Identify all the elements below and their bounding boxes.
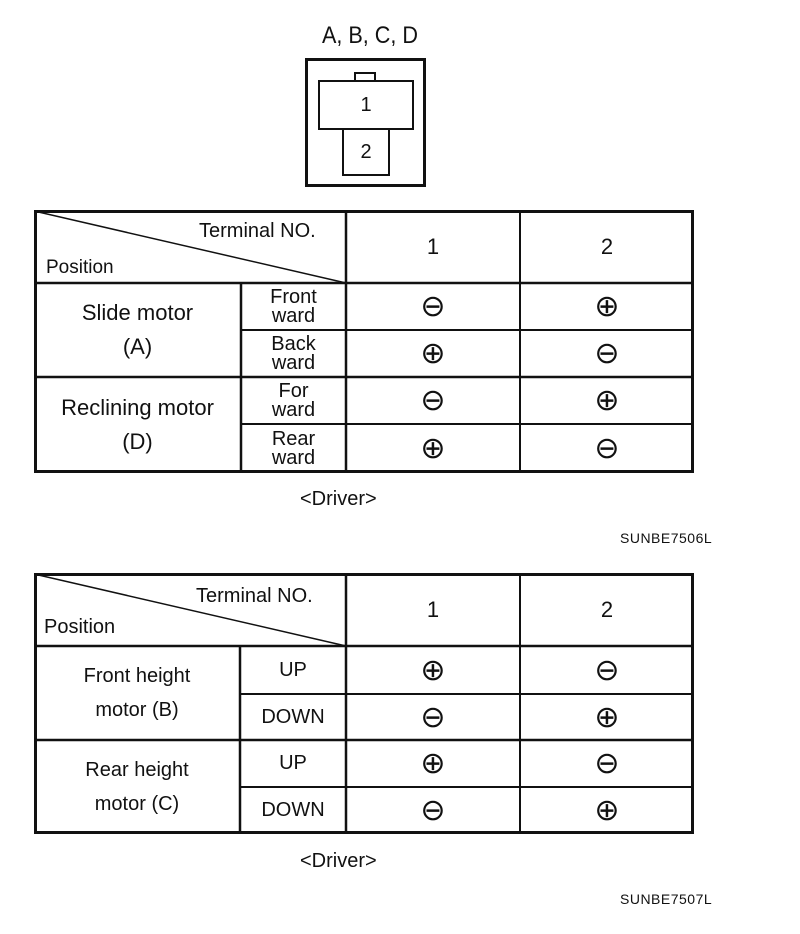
polarity-sign: ⊕ bbox=[594, 794, 620, 827]
header-terminal-2: 2 bbox=[600, 596, 614, 622]
direction-line1: Back bbox=[271, 332, 316, 355]
polarity-sign: ⊖ bbox=[594, 337, 620, 370]
direction-line1: Front bbox=[270, 285, 317, 308]
direction-line1: Rear bbox=[271, 427, 316, 450]
motor-name-line2: (D) bbox=[122, 429, 153, 454]
pin-1-number: 1 bbox=[360, 93, 372, 116]
direction-front-ward: Front ward bbox=[241, 283, 346, 330]
direction-down: DOWN bbox=[261, 705, 325, 728]
table-caption: <Driver> bbox=[300, 850, 377, 872]
polarity-sign: ⊕ bbox=[420, 337, 446, 370]
direction-down: DOWN bbox=[261, 799, 325, 821]
polarity-sign: ⊕ bbox=[594, 700, 620, 734]
table-caption: <Driver> bbox=[300, 488, 377, 510]
connector-pin-1: 1 bbox=[318, 80, 414, 130]
polarity-sign: ⊖ bbox=[594, 432, 620, 465]
polarity-sign: ⊖ bbox=[594, 747, 620, 780]
polarity-sign: ⊖ bbox=[594, 653, 620, 687]
motor-name-line1: Slide motor bbox=[81, 300, 194, 325]
direction-back-ward: Back ward bbox=[241, 330, 346, 377]
pin-2-number: 2 bbox=[360, 140, 372, 163]
direction-line1: For bbox=[278, 379, 309, 402]
polarity-sign: ⊕ bbox=[420, 747, 446, 780]
direction-up: UP bbox=[279, 752, 307, 774]
direction-line2: ward bbox=[271, 446, 316, 469]
header-terminal-2: 2 bbox=[600, 233, 614, 259]
direction-rear-ward: Rear ward bbox=[241, 424, 346, 473]
header-terminal-1: 1 bbox=[426, 596, 440, 622]
terminal-table-driver-seat-height: Terminal NO. Position 1 2 Front height m… bbox=[34, 573, 694, 834]
direction-line2: ward bbox=[271, 304, 316, 327]
figure-code: SUNBE7506L bbox=[620, 530, 713, 546]
connector-outline bbox=[305, 58, 426, 187]
direction-line2: ward bbox=[271, 351, 316, 374]
connector-pin-2: 2 bbox=[342, 128, 390, 176]
figure-code: SUNBE7507L bbox=[620, 891, 713, 907]
motor-name-reclining: Reclining motor (D) bbox=[34, 377, 241, 473]
motor-name-front-height: Front height motor (B) bbox=[34, 646, 240, 740]
motor-name-line1: Reclining motor bbox=[61, 395, 214, 420]
motor-name-line2: motor (C) bbox=[94, 793, 180, 815]
terminal-table-driver-seat-slide-recline: Terminal NO. Position 1 2 Slide motor (A… bbox=[34, 210, 694, 473]
header-position: Position bbox=[44, 616, 116, 638]
polarity-sign: ⊕ bbox=[420, 653, 446, 687]
header-terminal-1: 1 bbox=[426, 233, 440, 259]
table-grid bbox=[34, 210, 694, 473]
direction-for-ward: For ward bbox=[241, 377, 346, 424]
header-position: Position bbox=[46, 257, 114, 278]
polarity-sign: ⊖ bbox=[420, 290, 446, 323]
header-terminal-no: Terminal NO. bbox=[196, 585, 313, 607]
connector-label: A, B, C, D bbox=[321, 22, 419, 49]
direction-up: UP bbox=[279, 658, 307, 681]
motor-name-rear-height: Rear height motor (C) bbox=[34, 740, 240, 834]
table-grid bbox=[34, 573, 694, 834]
polarity-sign: ⊕ bbox=[420, 432, 446, 465]
polarity-sign: ⊖ bbox=[420, 794, 446, 827]
polarity-sign: ⊖ bbox=[420, 700, 446, 734]
motor-name-slide: Slide motor (A) bbox=[34, 283, 241, 377]
polarity-sign: ⊕ bbox=[594, 384, 620, 417]
header-terminal-no: Terminal NO. bbox=[199, 220, 316, 242]
motor-name-line1: Rear height bbox=[85, 759, 189, 781]
motor-name-line2: motor (B) bbox=[95, 699, 179, 721]
motor-name-line2: (A) bbox=[122, 334, 153, 359]
polarity-sign: ⊕ bbox=[594, 290, 620, 323]
motor-name-line1: Front height bbox=[83, 665, 191, 687]
direction-line2: ward bbox=[271, 398, 316, 421]
polarity-sign: ⊖ bbox=[420, 384, 446, 417]
